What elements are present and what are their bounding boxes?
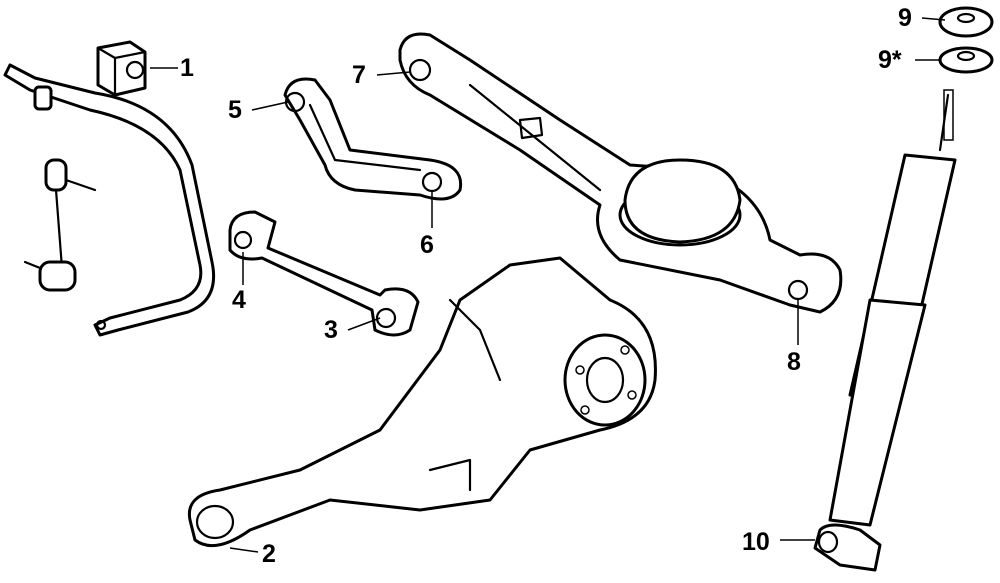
callout-5: 5 — [228, 96, 242, 124]
callout-9-star: 9* — [878, 46, 902, 74]
callout-3: 3 — [324, 316, 338, 344]
stabilizer-bar — [3, 63, 216, 337]
upper-arm — [283, 77, 463, 201]
callout-4: 4 — [232, 286, 246, 314]
lower-link — [228, 210, 420, 337]
stabilizer-link — [23, 158, 97, 292]
top-mount-bushings — [938, 6, 994, 74]
bushing-1 — [96, 40, 147, 97]
shock-absorber — [813, 89, 957, 572]
callout-9: 9 — [898, 4, 912, 32]
callout-7: 7 — [352, 61, 366, 89]
callout-10: 10 — [742, 528, 770, 556]
lower-control-arm — [398, 32, 843, 314]
rear-knuckle — [187, 256, 657, 548]
leader-lines — [150, 17, 946, 553]
callout-1: 1 — [180, 54, 194, 82]
callout-6: 6 — [420, 231, 434, 259]
callout-8: 8 — [787, 348, 801, 376]
callout-2: 2 — [262, 540, 276, 568]
